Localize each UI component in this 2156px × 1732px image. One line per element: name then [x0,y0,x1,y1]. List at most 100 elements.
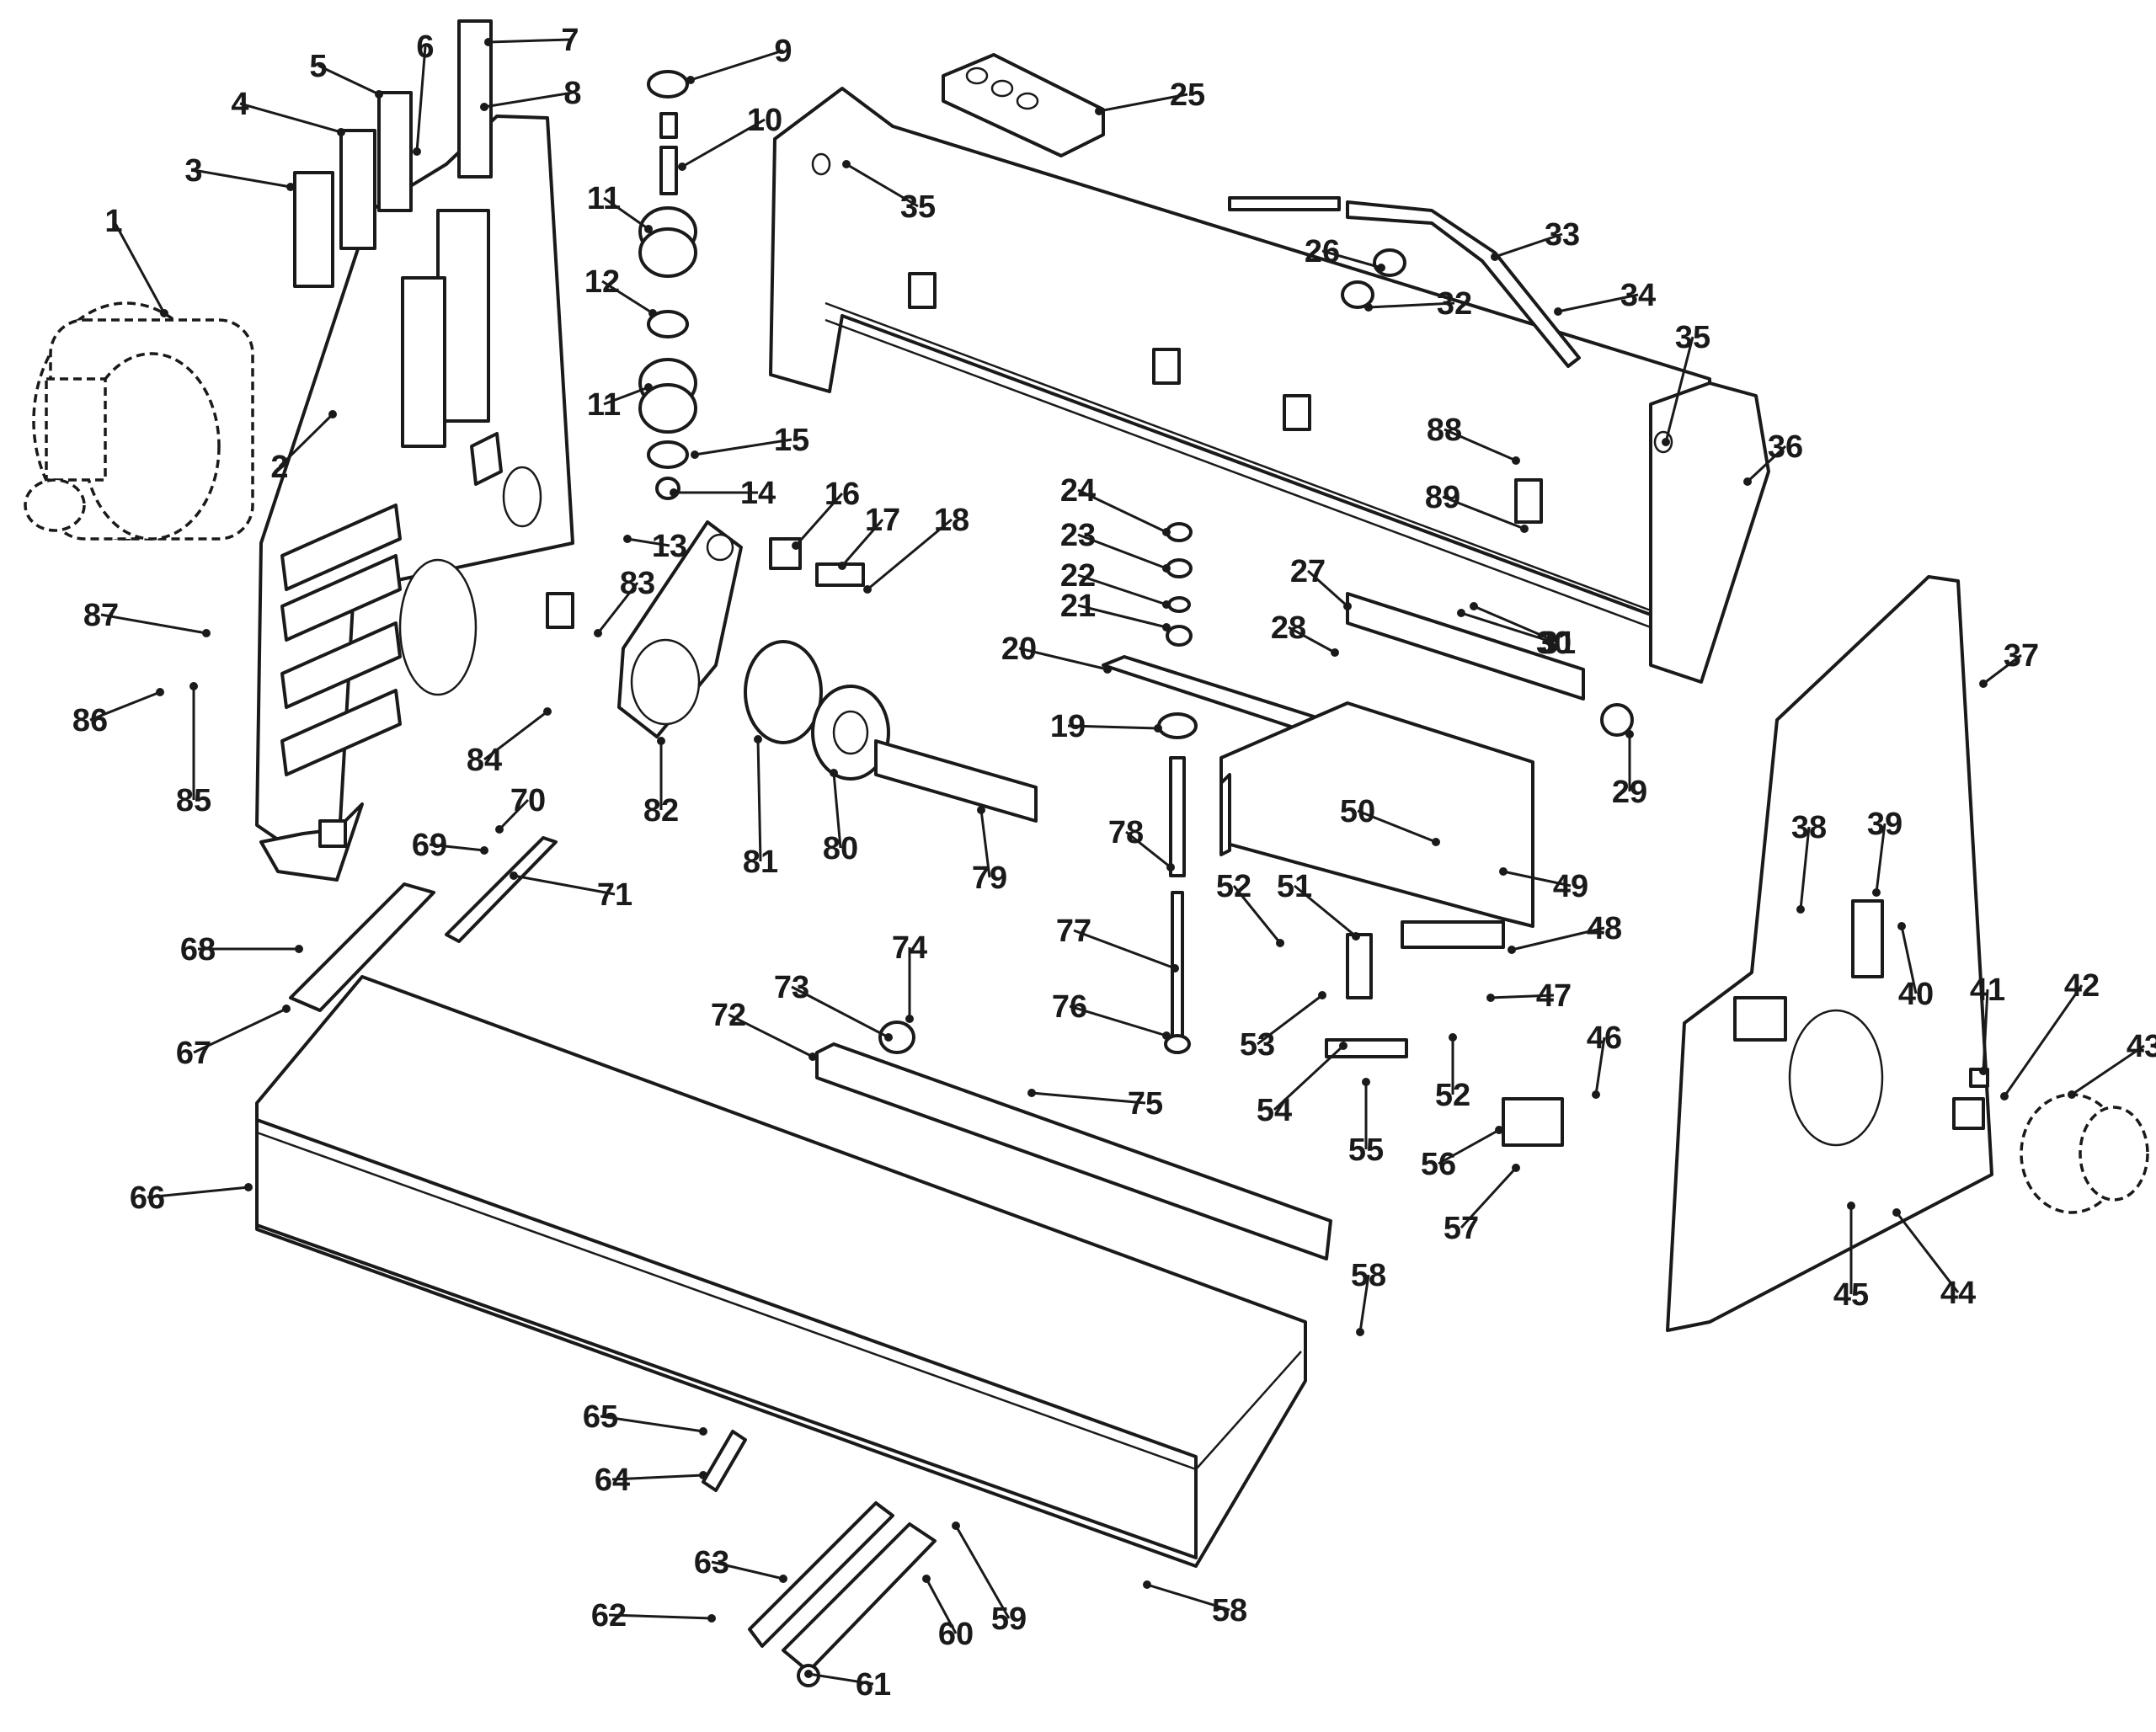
callout-label-50: 50 [1340,794,1375,829]
callout-leader-61 [808,1672,874,1686]
callout-leader-20 [1018,647,1108,671]
callout-leader-81 [756,738,762,862]
callout-arrow-78 [1166,863,1175,871]
bracket-bar [1346,592,1634,737]
callout-label-33: 33 [1545,217,1580,253]
callout-leader-86 [89,690,161,722]
callout-label-39: 39 [1867,807,1903,842]
callout-arrow-52b [1449,1033,1457,1042]
callout-label-86: 86 [72,703,108,738]
callout-leader-15 [694,438,792,456]
callout-arrow-29 [1625,730,1634,738]
callout-label-21: 21 [1060,589,1096,624]
callout-arrow-54 [1339,1042,1348,1050]
callout-arrow-6 [413,147,421,156]
callout-label-48: 48 [1587,911,1622,946]
callout-label-35: 35 [900,189,936,225]
callout-arrow-46 [1592,1090,1600,1099]
callout-arrow-49 [1499,867,1508,876]
callout-leader-42 [2003,984,2084,1097]
callout-leader-59 [954,1525,1011,1619]
callout-label-58b: 58 [1212,1593,1247,1628]
callout-leader-11b [603,386,649,406]
callout-label-35b: 35 [1675,320,1710,355]
base-table [255,975,1307,1568]
callout-label-12: 12 [584,264,620,300]
callout-label-38: 38 [1791,810,1827,845]
callout-label-60: 60 [938,1617,974,1652]
callout-arrow-88 [1512,456,1520,465]
callout-arrow-39 [1872,888,1881,897]
callout-label-65: 65 [583,1399,618,1435]
callout-label-1: 1 [104,204,122,239]
callout-label-27: 27 [1290,554,1326,589]
callout-arrow-28 [1331,648,1339,657]
callout-label-89: 89 [1425,480,1460,515]
callout-arrow-64 [699,1471,707,1479]
callout-arrow-58b [1143,1580,1151,1589]
callout-arrow-67 [282,1005,291,1013]
callout-leader-64 [611,1474,704,1481]
callout-label-19: 19 [1050,709,1086,744]
callout-label-82: 82 [643,793,679,829]
callout-leader-37 [1983,653,2022,685]
control-box [942,53,1105,157]
callout-label-54: 54 [1257,1093,1292,1128]
callout-leader-63 [711,1560,784,1580]
callout-arrow-37 [1979,679,1988,688]
callout-leader-60 [925,1578,958,1634]
callout-arrow-48 [1508,946,1516,954]
callout-label-70: 70 [510,783,546,818]
callout-leader-46 [1594,1037,1606,1095]
callout-leader-89 [1442,495,1525,530]
callout-arrow-35b [1662,438,1670,446]
callout-arrow-26 [1377,264,1385,272]
callout-leader-50 [1357,809,1437,844]
callout-label-85: 85 [176,783,211,818]
small-parts-right [1325,920,1564,1147]
callout-label-36: 36 [1768,429,1803,465]
callout-leader-77 [1073,929,1176,970]
callout-label-57: 57 [1444,1211,1479,1246]
callout-leader-34 [1557,293,1639,313]
callout-leader-70 [498,798,530,831]
callout-label-40: 40 [1898,977,1934,1012]
callout-label-5: 5 [309,49,327,84]
callout-label-52: 52 [1216,869,1251,904]
callout-leader-5 [318,64,380,96]
callout-arrow-31 [1470,602,1478,610]
callout-leader-12 [601,280,654,315]
callout-label-66: 66 [130,1180,165,1216]
callout-leader-35b [1664,336,1694,443]
callout-arrow-57 [1512,1164,1520,1172]
callout-label-31: 31 [1540,626,1576,661]
callout-arrow-2 [328,410,337,418]
callout-leader-4 [239,102,342,134]
callout-label-62: 62 [591,1598,627,1633]
callout-arrow-65 [699,1427,707,1436]
callout-label-81: 81 [743,845,778,880]
callout-leader-57 [1460,1166,1518,1229]
callout-arrow-51 [1352,932,1360,941]
callout-label-63: 63 [694,1545,729,1580]
callout-arrow-7 [484,38,493,46]
callout-leader-22 [1077,573,1167,606]
callout-label-59: 59 [991,1601,1027,1637]
callout-leader-6 [415,45,427,152]
callout-arrow-19 [1154,724,1162,733]
callout-arrow-24 [1162,528,1171,536]
callout-arrow-83 [594,629,602,637]
callout-label-69: 69 [412,828,447,863]
callout-label-73: 73 [774,970,809,1005]
callout-arrow-3 [286,183,295,191]
callout-label-84: 84 [467,743,502,778]
callout-arrow-15 [691,450,699,459]
callout-leader-3 [193,168,291,189]
callout-label-52b: 52 [1435,1078,1470,1113]
callout-leader-2 [278,413,334,468]
callout-label-20: 20 [1001,632,1037,667]
callout-label-29: 29 [1612,775,1647,810]
callout-arrow-86 [156,688,164,696]
callout-label-11: 11 [587,181,621,216]
